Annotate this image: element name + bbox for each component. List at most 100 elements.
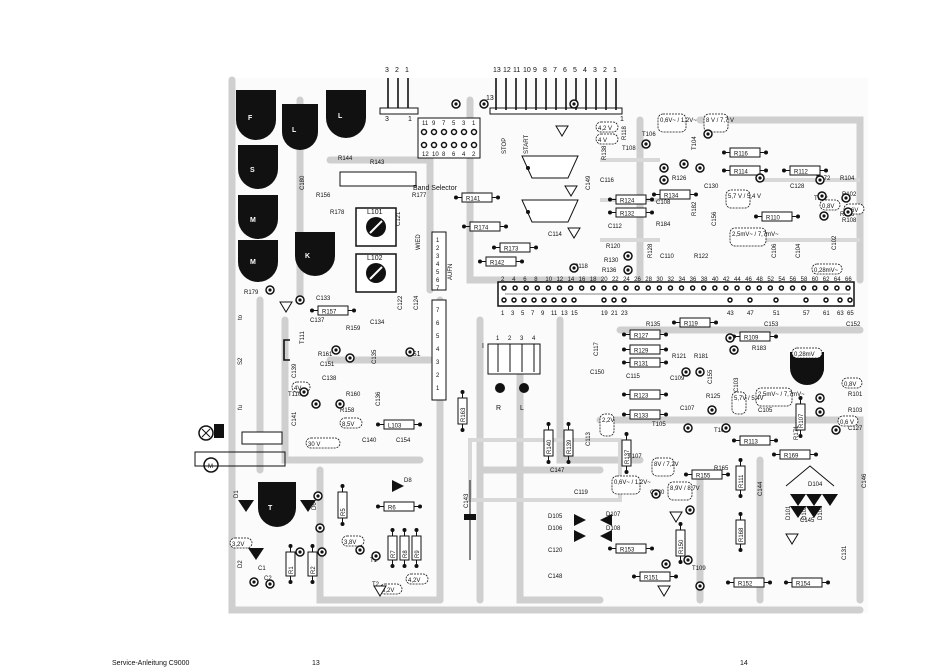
pin-label: 36 (690, 277, 697, 283)
component-label: D101 (786, 505, 792, 520)
pin-label: 19 (601, 311, 608, 317)
pin-label: 26 (634, 277, 641, 283)
component-label: C135 (372, 349, 378, 364)
component-label: R141 (466, 197, 481, 203)
pin-label: 61 (823, 311, 830, 317)
pin-label: 16 (579, 277, 586, 283)
pin-label: 51 (773, 311, 780, 317)
component-label: R151 (644, 576, 659, 582)
footer-page-right: 14 (740, 660, 748, 667)
component-label: R155 (696, 474, 711, 480)
component-label: D102 (802, 505, 808, 520)
component-label: C113 (586, 431, 592, 446)
component-label: C118 (574, 264, 589, 270)
component-label: R135 (646, 322, 661, 328)
component-label: 0,6 V (840, 420, 854, 426)
footer-page-left: 13 (312, 660, 320, 667)
component-label: C105 (758, 408, 773, 414)
component-label: D105 (548, 514, 563, 520)
component-label: C138 (322, 376, 337, 382)
component-label: C2 (264, 576, 272, 582)
pin-label: 57 (803, 311, 810, 317)
component-label: R121 (672, 354, 687, 360)
pin-label: 11 (551, 311, 558, 317)
component-label: C143 (464, 493, 470, 508)
pin-label: 58 (801, 277, 808, 283)
component-label: C148 (548, 574, 563, 580)
component-label: D103 (818, 505, 824, 520)
component-label: T109 (692, 566, 706, 572)
component-label: 5,7 V / 5,4 V (728, 194, 761, 200)
pin-label: 4 (512, 277, 516, 283)
pin-label: 66 (845, 277, 852, 283)
component-label: C117 (594, 341, 600, 356)
component-label: 5,7V / 5,4V (734, 396, 764, 402)
pin-label: 6 (436, 321, 440, 327)
pin-label: 7 (531, 311, 535, 317)
pin-label: 52 (767, 277, 774, 283)
wied-label: WIED (416, 234, 422, 250)
component-label: T101 (806, 358, 820, 364)
component-label: R144 (338, 156, 353, 162)
component-label: R5 (341, 508, 347, 516)
pin-label: 62 (823, 277, 830, 283)
component-label: T104 (692, 136, 698, 150)
pin-label: 3 (520, 336, 524, 342)
r-label: R (496, 405, 501, 412)
pin-label: 14 (568, 277, 575, 283)
pin-label: 1 (436, 386, 440, 392)
component-label: T2 (372, 582, 380, 588)
component-label: R103 (848, 408, 863, 414)
pin-label: 10 (523, 67, 531, 74)
component-label: R2 (311, 566, 317, 574)
component-label: C130 (704, 184, 719, 190)
pin-label: 64 (834, 277, 841, 283)
pin-label: 5 (521, 311, 525, 317)
pin-label: 4 (583, 67, 587, 74)
component-label: C156 (712, 211, 718, 226)
component-label: R133 (634, 414, 649, 420)
component-label: C122 (398, 295, 404, 310)
pin-label: 9 (541, 311, 545, 317)
component-label: C114 (548, 232, 563, 238)
pin-label: 2 (472, 152, 476, 158)
stop-start-labels: STOP START (502, 135, 530, 154)
component-label: C1 (258, 566, 266, 572)
component-label: L102 (367, 255, 383, 262)
pin-label: 9 (533, 67, 537, 74)
component-label: R159 (346, 326, 361, 332)
component-label: R161 (318, 352, 333, 358)
pin-label: 4 (436, 262, 440, 268)
test-points (279, 125, 799, 597)
component-label: C110 (660, 254, 675, 260)
component-label: 2,2V (602, 418, 614, 424)
component-label: 8,2V (382, 588, 394, 594)
pin-label: 3 (436, 254, 440, 260)
component-label: 4,2 V (598, 126, 612, 132)
component-label: R6 (388, 506, 396, 512)
component-label: R107 (799, 413, 805, 428)
pin-label: 1 (501, 311, 505, 317)
component-label: R114 (734, 170, 749, 176)
component-label: C154 (396, 438, 411, 444)
pin-label: 2 (436, 246, 440, 252)
component-label: C116 (600, 178, 615, 184)
pin-label: 1 (405, 67, 409, 74)
pin-label: 20 (601, 277, 608, 283)
pin-label: 7 (553, 67, 557, 74)
pin-label: 32 (667, 277, 674, 283)
pin-label: 24 (623, 277, 630, 283)
pin-label: 11 (513, 67, 520, 74)
pin-label: 38 (701, 277, 708, 283)
pin-label: 5 (436, 270, 440, 276)
component-label: C150 (590, 370, 605, 376)
component-label: 3,8V (344, 540, 356, 546)
pin-label: 47 (747, 311, 754, 317)
pin-label: 1 (472, 121, 476, 127)
component-label: R179 (244, 290, 259, 296)
component-label: C121 (396, 211, 402, 226)
connector-top-left: 3 2 1 3 1 (379, 67, 419, 123)
pin-label: 12 (503, 67, 511, 74)
